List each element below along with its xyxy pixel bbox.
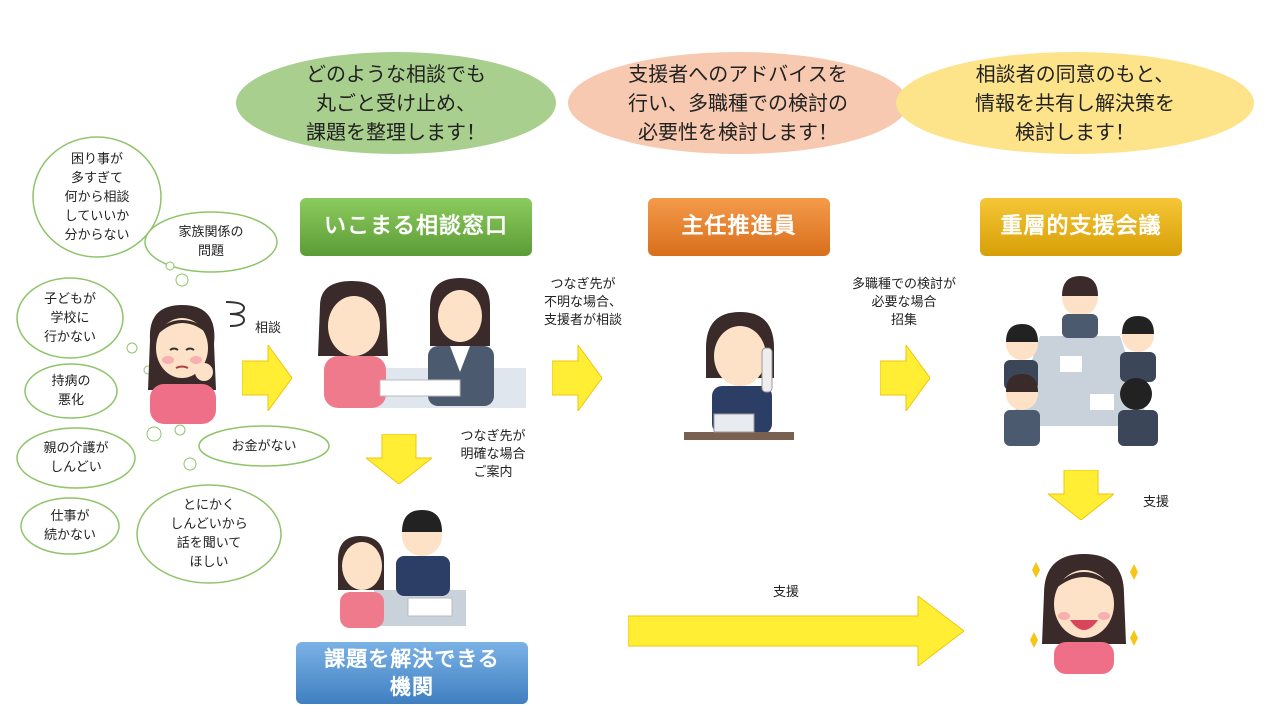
cloud-jibyou: 持病の 悪化 [22, 362, 120, 420]
cloud-shigoto-text: 仕事が 続かない [43, 509, 96, 543]
bubble-shunin: 支援者へのアドバイスを 行い、多職種での検討の 必要性を検討します！ [568, 52, 908, 154]
bubble-jusou-text: 相談者の同意のもと、 情報を共有し解決策を 検討します！ [975, 61, 1175, 144]
cloud-komarigoto: 困り事が 多すぎて 何から相談 していいか 分からない [30, 134, 164, 260]
cloud-jibyou-text: 持病の 悪化 [51, 374, 91, 408]
bubble-jusou: 相談者の同意のもと、 情報を共有し解決策を 検討します！ [896, 52, 1254, 154]
cloud-kazoku: 家族関係の 問題 [142, 210, 280, 274]
arrow-right-1 [242, 345, 292, 411]
cloud-kodomo: 子どもが 学校に 行かない [14, 276, 126, 360]
worry-swirl-icon [225, 301, 246, 327]
arrow-right-2 [552, 345, 602, 411]
happy-person-illustration [1030, 554, 1138, 674]
note-shien-bottom: 支援 [772, 585, 799, 600]
note-tashokushu-shoushu: 多職種での検討が 必要な場合 招集 [851, 277, 956, 328]
box-jusou-shien-kaigi: 重層的支援会議 [980, 198, 1182, 256]
bubble-ikomaru-shape [236, 52, 556, 154]
cloud-kaigo-text: 親の介護が しんどい [43, 441, 109, 475]
bubble-jusou-shape [896, 52, 1254, 154]
note-shien-right: 支援 [1142, 495, 1169, 510]
note-soudan: 相談 [254, 321, 281, 336]
counseling-illustration [318, 278, 526, 408]
cloud-hanashi: とにかく しんどいから 話を聞いて ほしい [134, 482, 284, 586]
cloud-hanashi-text: とにかく しんどいから 話を聞いて ほしい [170, 498, 248, 570]
box-ikomaru-soudan-madoguchi: いこまる相談窓口 [300, 198, 532, 256]
arrow-right-long [628, 596, 964, 666]
cloud-okane-text: お金がない [231, 438, 297, 454]
meeting-illustration [1004, 276, 1158, 446]
cloud-kazoku-text: 家族関係の 問題 [178, 225, 244, 259]
cloud-shigoto: 仕事が 続かない [18, 496, 122, 556]
arrow-right-3 [880, 345, 930, 411]
bubble-shunin-shape [568, 52, 908, 154]
arrow-down-1 [366, 434, 432, 484]
bubble-shunin-text: 支援者へのアドバイスを 行い、多職種での検討の 必要性を検討します！ [628, 61, 848, 144]
cloud-kodomo-text: 子どもが 学校に 行かない [43, 291, 96, 345]
institution-illustration [338, 510, 466, 628]
cloud-kaigo: 親の介護が しんどい [14, 426, 138, 490]
arrow-down-2 [1048, 470, 1114, 520]
bubble-ikomaru: どのような相談でも 丸ごと受け止め、 課題を整理します！ [236, 52, 556, 154]
bubble-ikomaru-text: どのような相談でも 丸ごと受け止め、 課題を整理します！ [306, 61, 486, 144]
note-tsunagisaki-fumei: つなぎ先が 不明な場合、 支援者が相談 [543, 277, 622, 328]
box-shunin-suishinin: 主任推進員 [648, 198, 830, 256]
box-kadai-kaiketsu-kikan: 課題を解決できる 機関 [296, 642, 528, 704]
cloud-komarigoto-text: 困り事が 多すぎて 何から相談 していいか 分からない [64, 151, 130, 243]
note-tsunagisaki-meikaku: つなぎ先が 明確な場合 ご案内 [460, 429, 526, 480]
cloud-okane: お金がない [196, 424, 332, 468]
worried-person-illustration [148, 305, 216, 424]
phone-staff-illustration [684, 312, 794, 440]
